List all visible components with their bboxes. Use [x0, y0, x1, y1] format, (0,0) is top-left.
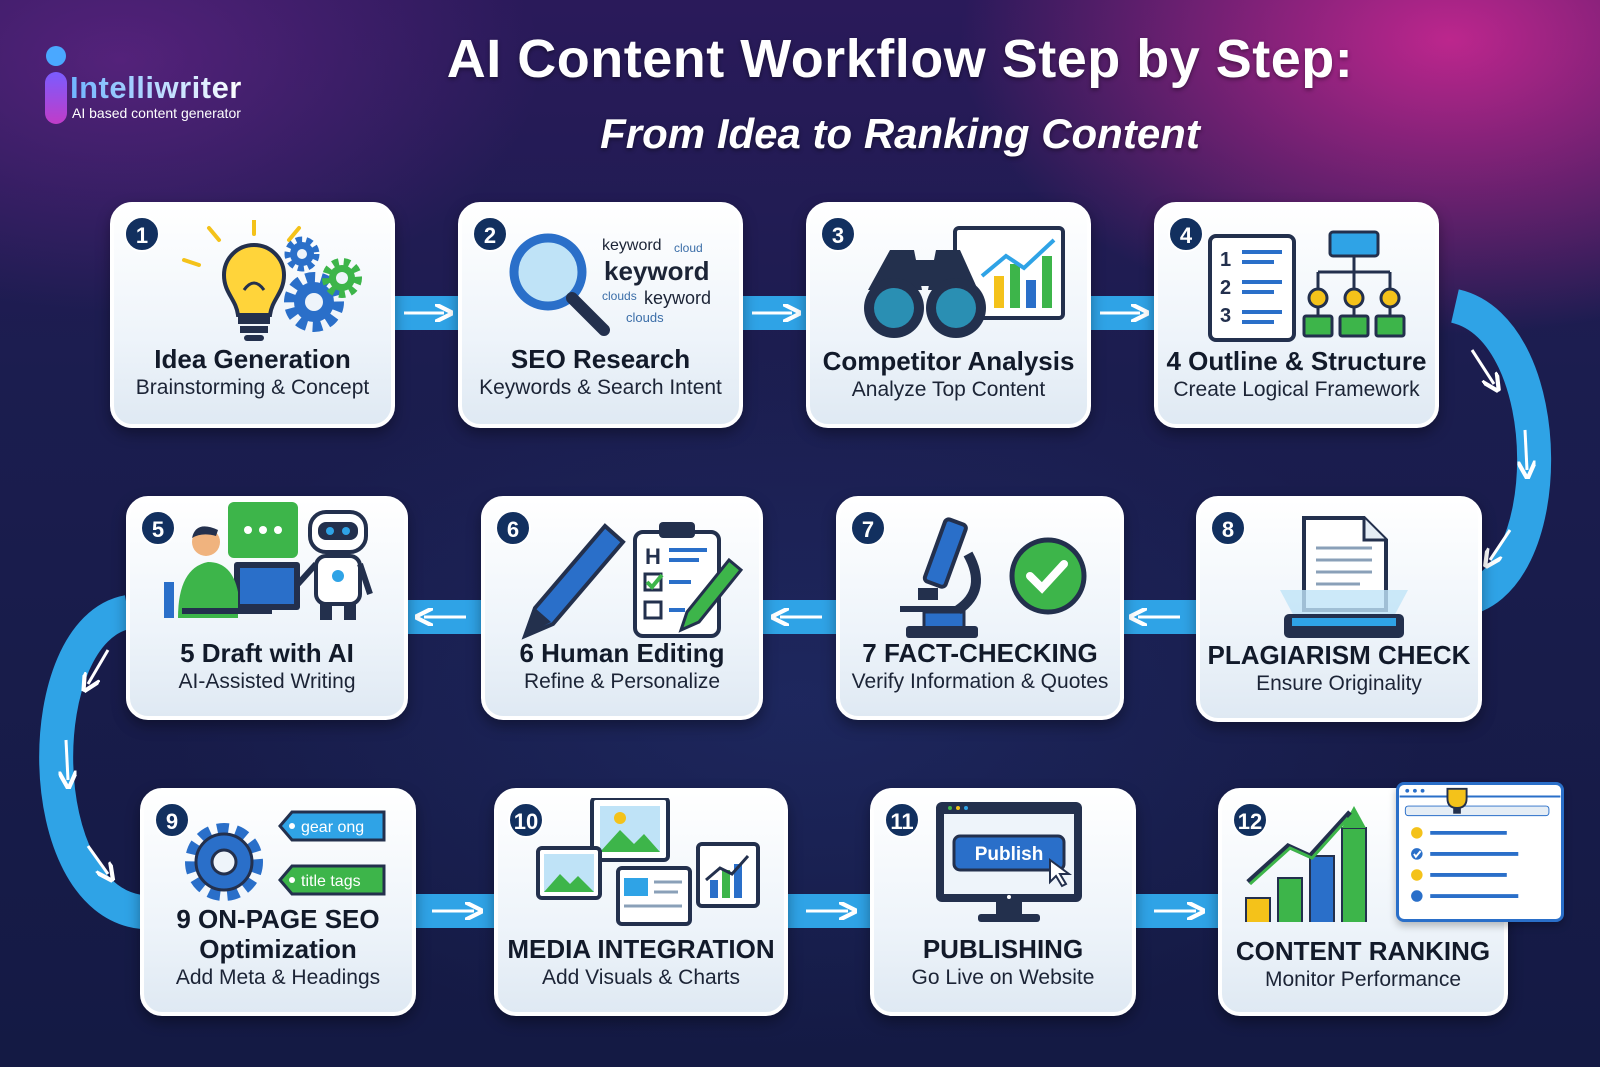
- tag-title: title tags: [278, 864, 386, 896]
- step-title: 6 Human Editing: [519, 638, 725, 668]
- step-subtitle: Ensure Originality: [1256, 672, 1422, 695]
- step-title-line-1: 9 ON-PAGE SEO: [176, 904, 380, 934]
- step-title: SEO Research: [510, 344, 691, 374]
- step-card-6: 6 H 6 Human Editing Refine & Personalize: [481, 496, 763, 720]
- list-number-3: 3: [1220, 305, 1231, 327]
- brand-name: Intelliwriter: [70, 70, 242, 105]
- magnifier-keyword-cloud-icon: keyword cloud keyword clouds keyword clo…: [509, 233, 711, 336]
- step-subtitle: Monitor Performance: [1264, 968, 1462, 991]
- monitor-publish-icon: Publish: [936, 802, 1082, 922]
- step-subtitle: Keywords & Search Intent: [479, 376, 722, 399]
- step-card-10: 10 MEDIA INTEGRATION Add Visuals & Chart…: [494, 788, 788, 1016]
- step-subtitle: Analyze Top Content: [851, 378, 1046, 401]
- cloud-word-3: keyword: [604, 256, 710, 286]
- step-number-badge: 2: [472, 216, 508, 252]
- brand-logo: Intelliwriter AI based content generator: [38, 42, 308, 124]
- step-subtitle: Refine & Personalize: [523, 670, 721, 693]
- ranking-trophy-icon: [1245, 806, 1367, 922]
- binoculars-chart-icon: [864, 226, 1065, 338]
- step-title: PUBLISHING: [922, 934, 1084, 964]
- step-number-badge: 4: [1168, 216, 1204, 252]
- step-card-9: 9 gear ong title tags 9 ON-PAGE SEO Opti…: [140, 788, 416, 1016]
- step-title: Idea Generation: [154, 344, 351, 374]
- cloud-word-6: clouds: [626, 310, 664, 325]
- clipboard-letter: H: [645, 544, 661, 569]
- step-number-badge: 9: [154, 802, 190, 838]
- logo-mark-icon: [42, 46, 68, 126]
- step-number-badge: 6: [495, 510, 531, 546]
- microscope-check-icon: [900, 517, 1087, 638]
- list-hierarchy-icon: 1 2 3: [1208, 230, 1406, 342]
- connector-6-5: [404, 600, 484, 634]
- page-title: AI Content Workflow Step by Step:: [446, 29, 1354, 89]
- step-card-8: 8 PLAGIARISM CHECK Ensure Originality: [1196, 496, 1482, 722]
- step-subtitle: Add Meta & Headings: [175, 966, 381, 989]
- tag-gear: gear ong: [278, 810, 386, 842]
- step-number-badge: 10: [508, 802, 544, 838]
- step-title: 4 Outline & Structure: [1166, 346, 1427, 376]
- tag-label-2: title tags: [301, 873, 361, 890]
- step-card-5: 5 5 Draft with AI AI-Assisted Writing: [126, 496, 408, 720]
- lightbulb-gears-icon: [182, 220, 362, 341]
- step-number-badge: 1: [124, 216, 160, 252]
- list-number-1: 1: [1220, 249, 1231, 271]
- step-title: 5 Draft with AI: [180, 638, 354, 668]
- step-card-3: 3 Competitor Analysis Analyze Top Conten…: [806, 202, 1091, 428]
- pen-clipboard-icon: H: [521, 522, 744, 640]
- trophy-icon: [1399, 787, 1561, 902]
- step-title: PLAGIARISM CHECK: [1207, 640, 1471, 670]
- document-scanner-icon: [1280, 516, 1408, 638]
- step-title: MEDIA INTEGRATION: [507, 934, 775, 964]
- step-card-1: 1 Idea Generation Brainstorming & Concep…: [110, 202, 395, 428]
- images-chart-icon: [536, 798, 760, 926]
- step-title-line-2: Optimization: [199, 934, 357, 964]
- page-subtitle: From Idea to Ranking Content: [600, 110, 1200, 157]
- step-subtitle: Go Live on Website: [911, 966, 1095, 989]
- step-title: 7 FACT-CHECKING: [862, 638, 1098, 668]
- connector-8-7: [1120, 600, 1200, 634]
- step-number-badge: 7: [850, 510, 886, 546]
- step-subtitle: AI-Assisted Writing: [178, 670, 356, 693]
- tag-label-1: gear ong: [301, 819, 364, 836]
- connector-7-6: [760, 600, 840, 634]
- cloud-word-4: clouds: [602, 289, 637, 303]
- step-title: Competitor Analysis: [822, 346, 1075, 376]
- person-robot-icon: [164, 502, 373, 620]
- step-number-badge: 3: [820, 216, 856, 252]
- step-title: CONTENT RANKING: [1235, 936, 1491, 966]
- step-number-badge: 5: [140, 510, 176, 546]
- step-number-badge: 11: [884, 802, 920, 838]
- gear-tags-icon: gear ong title tags: [185, 810, 386, 901]
- step-card-4: 4 1 2 3 4 Outline & Structure Create Log…: [1154, 202, 1439, 428]
- ranking-panel: [1396, 782, 1564, 922]
- connector-10-11: [786, 894, 872, 928]
- step-card-12: 12 CONTENT RANKING Monitor Performance: [1218, 782, 1564, 1016]
- step-subtitle: Brainstorming & Concept: [135, 376, 370, 399]
- step-subtitle: Verify Information & Quotes: [851, 670, 1109, 693]
- connector-9-10: [414, 894, 494, 928]
- step-subtitle: Add Visuals & Charts: [541, 966, 741, 989]
- step-card-7: 7 7 FACT-CHECKING Verify Information & Q…: [836, 496, 1124, 720]
- cloud-word-5: keyword: [644, 288, 711, 308]
- list-number-2: 2: [1220, 277, 1231, 299]
- cloud-word-2: cloud: [674, 241, 703, 255]
- step-card-2: 2 keyword cloud keyword clouds keyword c…: [458, 202, 743, 428]
- step-subtitle: Create Logical Framework: [1173, 378, 1420, 401]
- publish-button-label: Publish: [975, 844, 1044, 865]
- step-card-11: 11 Publish PUBLISHING Go Live on Website: [870, 788, 1136, 1016]
- brand-tagline: AI based content generator: [72, 105, 241, 121]
- cloud-word-1: keyword: [602, 237, 662, 254]
- step-number-badge: 12: [1232, 802, 1268, 838]
- connector-11-12: [1132, 894, 1222, 928]
- step-number-badge: 8: [1210, 510, 1246, 546]
